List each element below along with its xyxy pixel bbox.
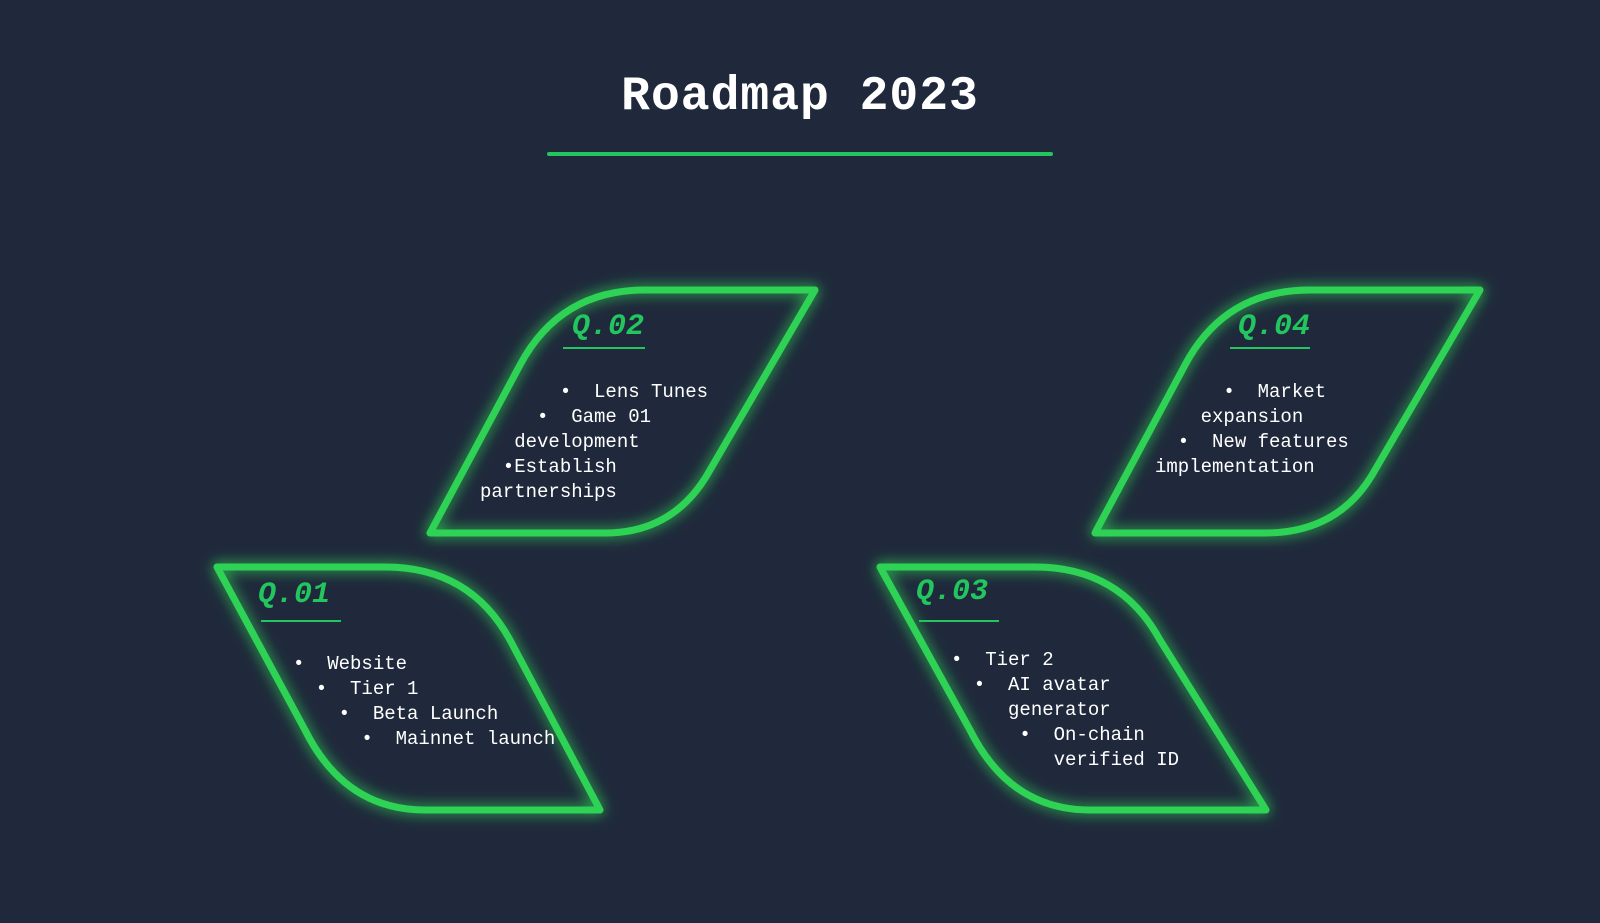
page-title: Roadmap 2023 (621, 70, 979, 124)
q03-item: • Tier 2 (951, 649, 1054, 671)
q03-item: • On-chain (951, 724, 1145, 746)
q03-leaf-shape (876, 563, 1270, 814)
q01-item: • Beta Launch (293, 703, 499, 725)
title-underline (547, 152, 1053, 156)
q04-item: implementation (1155, 456, 1315, 478)
q01-item: • Mainnet launch (293, 728, 556, 750)
q02-leaf-shape (426, 286, 819, 537)
q03-label: Q.03 (916, 575, 989, 609)
q03-item: • AI avatar (951, 674, 1111, 696)
q01-leaf-shape (213, 563, 604, 814)
q01-label: Q.01 (258, 578, 331, 612)
q02-label-underline (563, 347, 645, 349)
q02-item: •Establish (480, 456, 617, 478)
q04-label-underline (1230, 347, 1310, 349)
q02-item: development (480, 431, 640, 453)
q03-label-underline (919, 620, 999, 622)
q04-items: • Market expansion • New features implem… (1155, 380, 1349, 480)
q03-items: • Tier 2 • AI avatar generator • On-chai… (951, 648, 1179, 773)
q04-item: • Market (1155, 381, 1327, 403)
q01-items: • Website • Tier 1 • Beta Launch • Mainn… (293, 652, 555, 752)
q04-label: Q.04 (1238, 310, 1311, 344)
q04-item: • New features (1155, 431, 1349, 453)
q04-item: expansion (1155, 406, 1304, 428)
q02-label: Q.02 (572, 310, 645, 344)
q02-item: • Lens Tunes (480, 381, 709, 403)
q01-item: • Website (293, 653, 408, 675)
q02-items: • Lens Tunes • Game 01 development •Esta… (480, 380, 708, 505)
q03-item: generator (951, 699, 1111, 721)
q01-label-underline (261, 620, 341, 622)
q04-leaf-shape (1091, 286, 1484, 537)
q03-item: verified ID (951, 749, 1180, 771)
q01-item: • Tier 1 (293, 678, 419, 700)
q02-item: partnerships (480, 481, 617, 503)
q02-item: • Game 01 (480, 406, 652, 428)
